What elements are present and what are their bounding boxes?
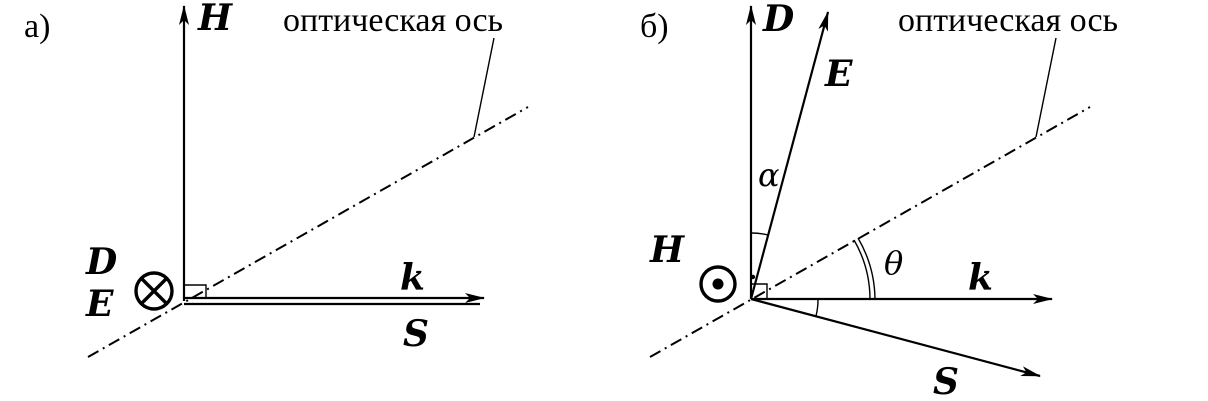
panel-b-caption-leader xyxy=(1035,37,1057,138)
panel-b-s-vector xyxy=(750,297,1041,378)
into-page-cross-icon xyxy=(134,271,174,311)
panel-b-ks-angle-arc xyxy=(815,298,819,317)
panel-b-theta-label: θ xyxy=(884,244,903,282)
panel-b-right-angle-mark xyxy=(751,283,768,299)
panel-a-d-label: D xyxy=(85,241,117,283)
panel-a-e-label: E xyxy=(85,283,114,325)
panel-a: а) оптическая ось H k S D E xyxy=(24,0,529,358)
panel-b-alpha-label: α xyxy=(758,156,780,194)
panel-a-s-label: S xyxy=(403,313,429,355)
panel-b-s-label: S xyxy=(933,361,959,401)
panel-b: б) оптическая ось D E α k θ S H xyxy=(640,0,1118,401)
panel-b-optic-axis xyxy=(649,106,1091,358)
panel-a-caption-leader xyxy=(473,37,495,138)
panel-a-label: а) xyxy=(24,8,50,45)
panel-b-label: б) xyxy=(640,8,669,45)
panel-b-e-vector xyxy=(749,11,830,300)
panel-b-h-label: H xyxy=(649,229,685,271)
panel-b-d-label: D xyxy=(762,0,794,40)
panel-a-h-label: H xyxy=(197,0,233,39)
panel-a-k-label: k xyxy=(400,257,425,299)
panel-b-optic-axis-caption: оптическая ось xyxy=(898,2,1118,39)
panel-b-perpendicular-dot xyxy=(750,274,756,280)
panel-b-theta-arc-outer xyxy=(857,237,876,300)
out-of-page-dot-icon xyxy=(699,265,737,303)
panel-b-k-label: k xyxy=(968,257,993,299)
panel-b-theta-arc-inner xyxy=(853,239,871,300)
panel-b-e-label: E xyxy=(824,53,853,95)
panel-b-alpha-arc xyxy=(750,232,769,236)
panel-a-optic-axis xyxy=(87,106,529,358)
panel-a-optic-axis-caption: оптическая ось xyxy=(283,2,503,39)
panel-a-right-angle-mark xyxy=(184,284,207,298)
